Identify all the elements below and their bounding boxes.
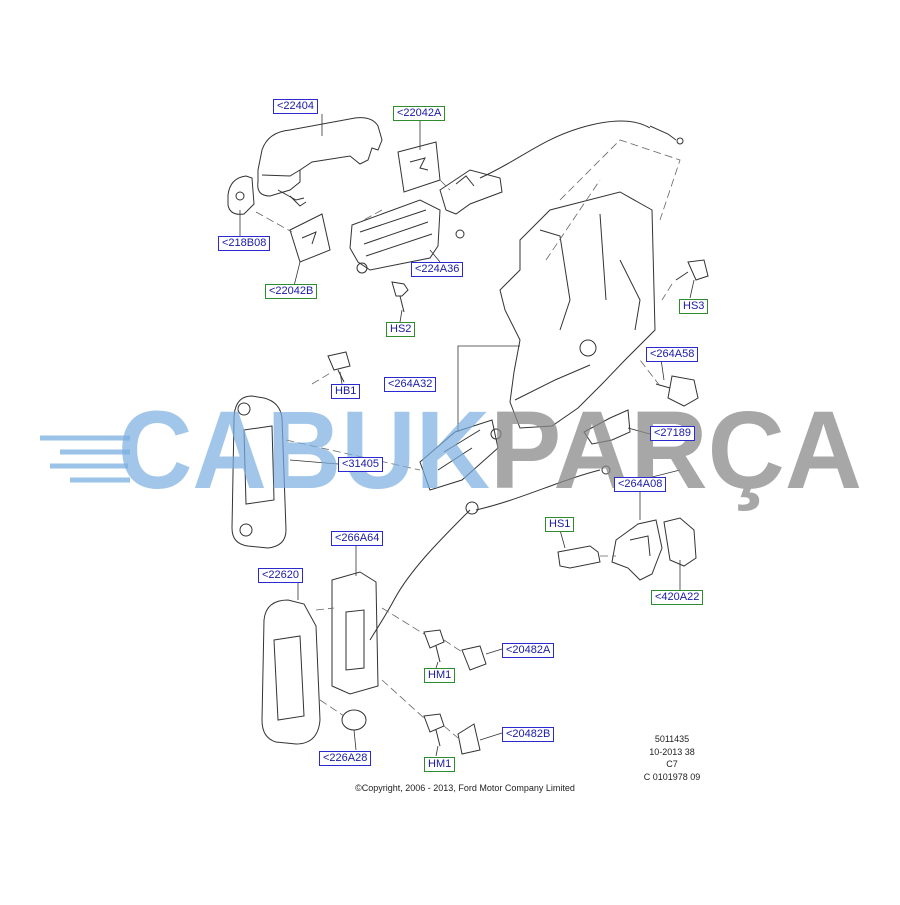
part-label-22042A[interactable]: <22042A [393,106,446,121]
part-label-HS1[interactable]: HS1 [545,517,575,532]
part-label-20482B[interactable]: <20482B [502,727,555,742]
part-label-31405[interactable]: <31405 [338,457,384,472]
reference-line-4: C 0101978 09 [643,771,701,782]
reference-line-1: 5011435 [654,734,690,744]
gasket-22042B [289,213,331,263]
watermark-left-text: CABUK [118,389,490,512]
handle-22620 [261,599,321,745]
part-label-22404[interactable]: <22404 [273,99,319,114]
part-label-20482A[interactable]: <20482A [502,643,555,658]
part-label-420A22[interactable]: <420A22 [651,590,704,605]
part-label-264A58[interactable]: <264A58 [646,347,699,362]
cable-upper [479,120,651,179]
cap-20482B [457,723,481,755]
latch-264A32 [499,191,656,429]
part-label-218B08[interactable]: <218B08 [218,236,271,251]
part-label-264A32[interactable]: <264A32 [384,377,437,392]
part-label-266A64[interactable]: <266A64 [331,531,384,546]
part-label-22620[interactable]: <22620 [258,568,304,583]
actuator [419,419,499,491]
part-label-HM1-a[interactable]: HM1 [424,668,456,683]
end-cap-218B08 [227,175,255,215]
reference-line-3: C7 [666,759,678,769]
part-label-HB1[interactable]: HB1 [331,384,361,399]
housing-266A64 [331,571,379,695]
screw-HM1-a [423,629,445,663]
switch-264A58 [667,375,699,407]
striker-264A08 [611,519,663,581]
cap-20482A [461,645,487,671]
exterior-handle-22404 [257,117,383,197]
screw-HS2 [391,281,409,313]
drawing-reference: 5011435 10-2013 38 C7 C 0101978 09 [622,733,722,783]
reference-line-2: 10-2013 38 [649,746,695,757]
screw-HS3 [675,259,709,281]
plate-420A22 [663,517,697,567]
part-label-HS3[interactable]: HS3 [679,299,709,314]
part-label-HS2[interactable]: HS2 [386,322,416,337]
watermark-right-text: PARÇA [490,389,862,512]
cable-lower [369,509,471,641]
part-label-HM1-b[interactable]: HM1 [424,757,456,772]
screw-HS1 [557,545,601,569]
part-label-27189[interactable]: <27189 [650,426,696,441]
part-label-22042B[interactable]: <22042B [265,284,318,299]
bracket-27189 [583,409,631,445]
copyright-notice: ©Copyright, 2006 - 2013, Ford Motor Comp… [355,783,575,793]
interior-handle-31405 [231,395,287,549]
part-label-224A36[interactable]: <224A36 [411,262,464,277]
part-label-226A28[interactable]: <226A28 [319,751,372,766]
part-label-264A08[interactable]: <264A08 [614,477,667,492]
carrier-224A36 [349,199,441,271]
